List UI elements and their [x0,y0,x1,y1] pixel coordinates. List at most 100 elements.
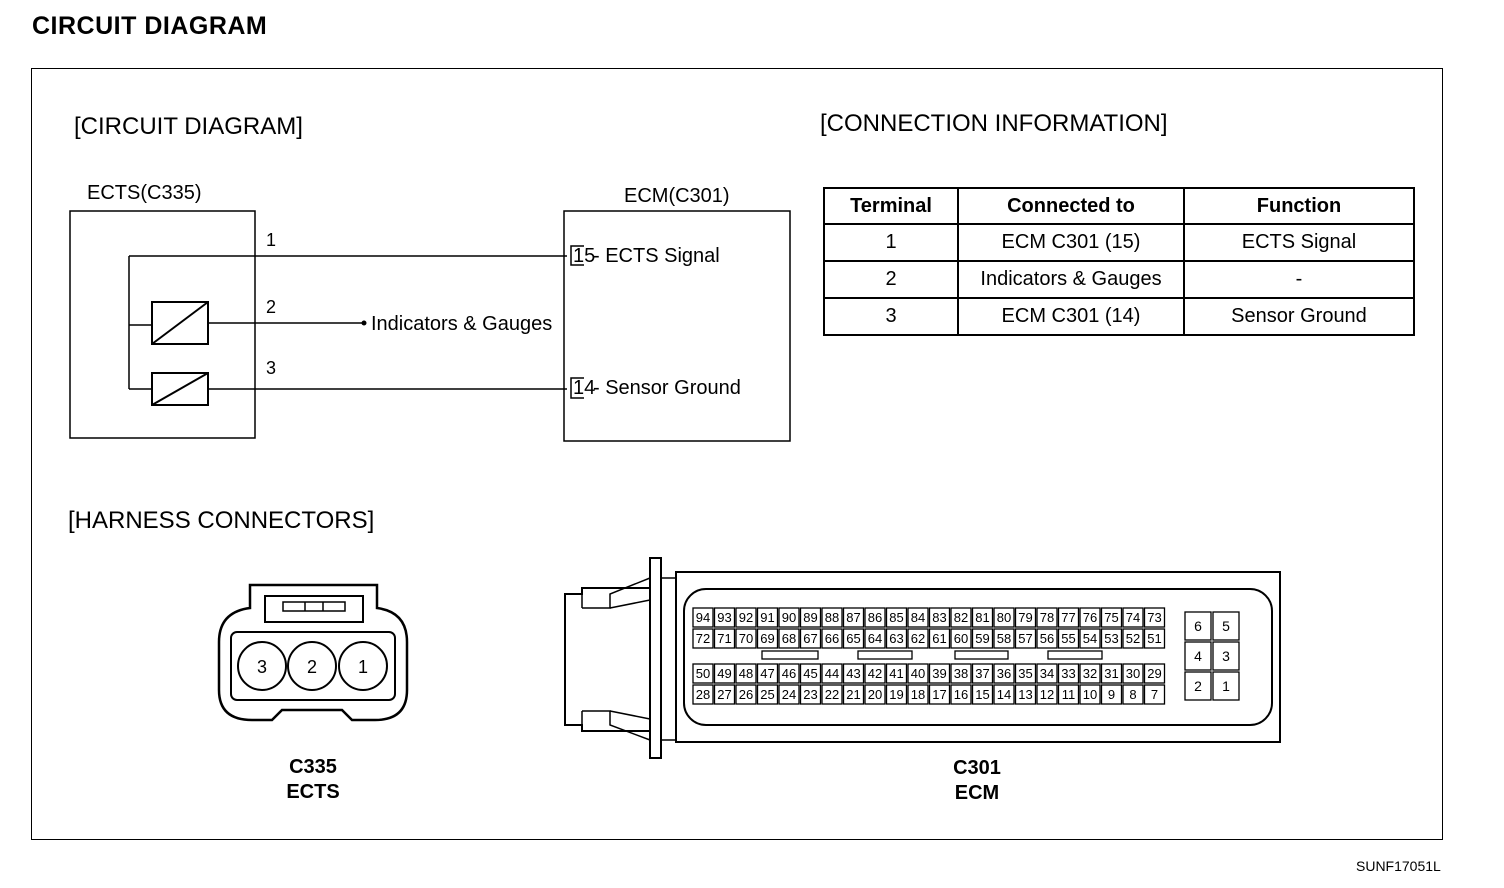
c301-pin-label: 57 [1018,631,1032,646]
c301-pin-cell [756,628,779,649]
c301-pin-label: 32 [1083,666,1097,681]
c301-pin-label: 93 [717,610,731,625]
table-cell: Sensor Ground [1183,297,1415,336]
c301-pin-cell [993,628,1015,649]
c301-pin-label: 36 [997,666,1011,681]
diagram-frame [31,68,1443,840]
c301-pin-label: 52 [1126,631,1140,646]
c301-pin-label: 69 [760,631,774,646]
c301-pin-cell [1036,684,1058,705]
table-cell: 1 [823,223,959,262]
c301-pin-cell [778,628,800,649]
c301-pin-cell [778,607,800,628]
c301-pin-label: 72 [696,631,710,646]
table-row: 3 ECM C301 (14) Sensor Ground [823,297,1415,336]
c301-pin-label: 23 [803,687,817,702]
c301-pin-label: 30 [1126,666,1140,681]
c301-pin-cell [1100,607,1123,628]
c301-pin-cell [1014,684,1037,705]
c301-pin-cell [799,628,822,649]
c301-pin-cell [778,684,800,705]
c301-pin-cell [1014,607,1037,628]
c301-pin-cell [842,607,865,628]
circuit-section-title: [CIRCUIT DIAGRAM] [74,113,303,140]
c301-pin-label: 76 [1083,610,1097,625]
c301-pin-label: 51 [1147,631,1161,646]
c301-pin-cell [950,607,972,628]
table-cell: Indicators & Gauges [957,260,1185,299]
header-connected-to: Connected to [957,187,1185,225]
c301-pin-label: 62 [911,631,925,646]
c301-pin-label: 11 [1062,687,1076,702]
c301-pin-cell [799,684,822,705]
c301-aux-pin-cell [1184,641,1212,671]
c301-pin-cell [821,663,843,684]
table-cell: ECM C301 (15) [957,223,1185,262]
c335-code: C335 [289,756,337,778]
c301-pin-cell [1036,628,1058,649]
c301-pin-label: 94 [696,610,710,625]
c301-aux-pin-label: 5 [1222,618,1230,634]
c301-pin-cell [1079,628,1101,649]
c335-lock-slot [282,601,346,612]
c335-pin-2 [287,641,337,691]
c301-pin-cell [713,607,736,628]
c301-pin-label: 20 [868,687,882,702]
thermistor-1 [151,301,209,345]
c301-pin-label: 84 [911,610,925,625]
c301-pin-cell [971,663,994,684]
c301-pin-cell [1143,684,1166,705]
indicators-gauges-label: Indicators & Gauges [371,313,552,335]
c301-aux-pin-label: 4 [1194,648,1202,664]
thermistor-2 [151,372,209,406]
c301-pin-cell [907,684,929,705]
c301-pin-cell [1122,607,1144,628]
c301-aux-pin-label: 1 [1222,678,1230,694]
c301-pin-label: 82 [954,610,968,625]
c301-pin-cell [821,628,843,649]
c301-pin-cell [692,628,714,649]
c301-pin-label: 17 [932,687,946,702]
c301-pin-cell [864,684,886,705]
c301-pin-cell [821,684,843,705]
c301-pin-cell [950,663,972,684]
c301-pin-cell [1100,684,1123,705]
c301-key-bar [857,650,913,660]
c301-pin-label: 21 [846,687,860,702]
c301-pin-label: 15 [975,687,989,702]
c301-pin-cell [993,607,1015,628]
document-code: SUNF17051L [1356,858,1441,874]
wire-1-number: 1 [266,230,276,250]
c301-pin-cell [971,684,994,705]
c301-pin-cell [735,663,757,684]
c301-pin-cell [713,663,736,684]
c301-pin-label: 66 [825,631,839,646]
c301-pin-label: 60 [954,631,968,646]
c301-pin-label: 18 [911,687,925,702]
harness-section-title: [HARNESS CONNECTORS] [68,507,374,534]
c301-pin-label: 89 [803,610,817,625]
ecm-pin-15-terminal [570,245,584,266]
c335-pin-3 [237,641,287,691]
connection-table-header: Terminal Connected to Function [823,187,1415,225]
c335-housing [217,583,409,722]
c301-pin-label: 29 [1147,666,1161,681]
c301-pin-label: 33 [1061,666,1075,681]
c301-pin-cell [713,684,736,705]
connection-table: Terminal Connected to Function 1 ECM C30… [823,187,1415,336]
c301-pin-label: 43 [846,666,860,681]
c301-pin-label: 86 [868,610,882,625]
c301-pin-label: 47 [760,666,774,681]
c301-pin-cell [907,663,929,684]
c301-pin-label: 14 [997,687,1011,702]
c301-pin-label: 73 [1147,610,1161,625]
c335-lock-tab [264,595,364,623]
connection-section-title: [CONNECTION INFORMATION] [820,110,1168,137]
c301-pin-label: 44 [825,666,839,681]
c301-pin-label: 65 [846,631,860,646]
c301-pin-cell [735,628,757,649]
c301-pin-label: 46 [782,666,796,681]
c301-name: ECM [955,782,999,804]
ecm-pin-14-terminal [570,377,584,399]
c301-pin-cell [864,663,886,684]
